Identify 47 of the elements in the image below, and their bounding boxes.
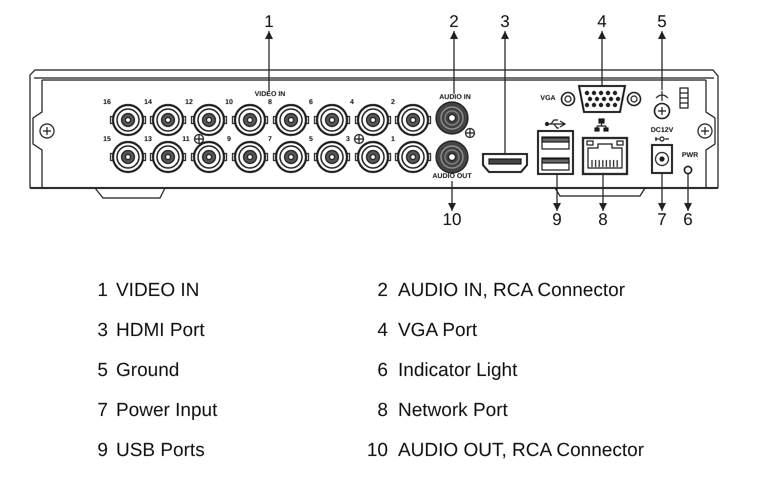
key-description: VGA Port <box>398 321 478 340</box>
callout-number: 6 <box>677 211 699 229</box>
key-description: Power Input <box>116 401 218 420</box>
callout-number: 2 <box>443 13 465 31</box>
network-port <box>582 136 628 176</box>
indicator-light <box>684 166 692 174</box>
ground-screw <box>654 90 670 120</box>
key-description: Indicator Light <box>398 361 518 380</box>
callout-number: 9 <box>546 211 568 229</box>
leader-line <box>658 31 666 90</box>
leader-line <box>553 174 561 211</box>
usb-ports <box>537 130 574 175</box>
vga-port <box>560 85 642 113</box>
callout-number: 7 <box>651 211 673 229</box>
leader-line <box>501 31 509 154</box>
key-number: 7 <box>96 401 108 420</box>
key-description: AUDIO OUT, RCA Connector <box>398 441 644 460</box>
key-description: HDMI Port <box>116 321 205 340</box>
leader-line <box>658 173 666 211</box>
key-number: 9 <box>96 441 108 460</box>
callout-number: 1 <box>258 13 280 31</box>
callout-number: 4 <box>591 13 613 31</box>
key-number: 3 <box>96 321 108 340</box>
leader-line <box>448 181 456 211</box>
callout-number: 3 <box>494 13 516 31</box>
key-number: 5 <box>96 361 108 380</box>
callout-number: 8 <box>592 211 614 229</box>
leader-line <box>265 31 273 91</box>
key-description: Ground <box>116 361 180 380</box>
callout-number: 5 <box>651 13 673 31</box>
leader-line <box>598 31 606 86</box>
key-number: 2 <box>376 281 388 300</box>
hdmi-port <box>482 153 528 173</box>
power-jack <box>651 144 673 174</box>
callout-number: 10 <box>441 211 463 229</box>
leader-line <box>599 174 607 211</box>
key-number: 6 <box>376 361 388 380</box>
key-number: 4 <box>376 321 388 340</box>
leader-line <box>450 31 458 94</box>
key-description: Network Port <box>398 401 508 420</box>
key-number: 1 <box>96 281 108 300</box>
key-number: 8 <box>376 401 388 420</box>
key-description: USB Ports <box>116 441 205 460</box>
key-number: 10 <box>366 441 388 460</box>
leader-line <box>684 174 692 211</box>
key-description: VIDEO IN <box>116 281 200 300</box>
key-description: AUDIO IN, RCA Connector <box>398 281 626 300</box>
